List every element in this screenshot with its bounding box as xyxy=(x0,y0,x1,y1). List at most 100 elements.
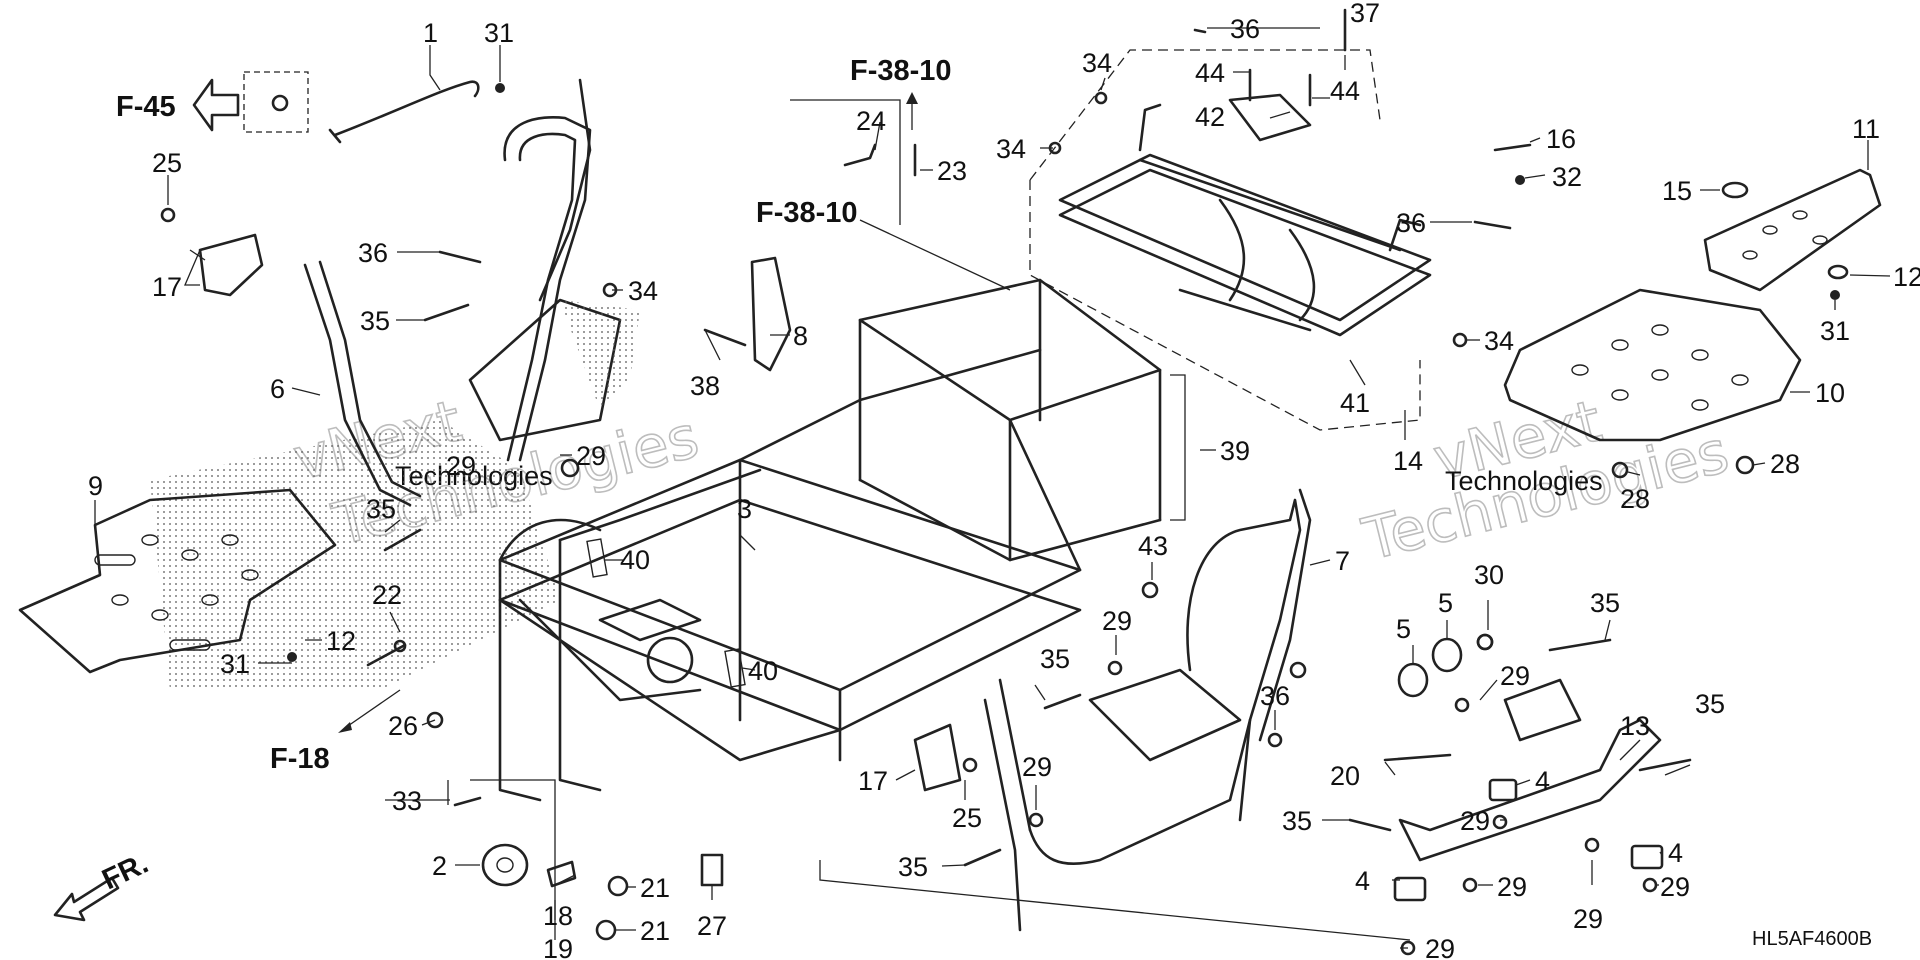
callout-35-center-lower: 35 xyxy=(898,852,928,882)
callout-5-right: 5 xyxy=(1438,588,1453,618)
callout-4-upper: 4 xyxy=(1535,766,1550,796)
callout-17-center: 17 xyxy=(858,766,888,796)
callout-29-right-mid: 29 xyxy=(1460,806,1490,836)
callout-2: 2 xyxy=(432,851,447,881)
callout-36-top: 36 xyxy=(1230,14,1260,44)
left-seat-dots xyxy=(560,300,640,410)
direction-label: FR. xyxy=(97,848,153,897)
callout-35-center-upper: 35 xyxy=(1040,644,1070,674)
callout-9: 9 xyxy=(88,471,103,501)
right-lower-tube xyxy=(1028,718,1252,865)
callout-36-seat: 36 xyxy=(1396,208,1426,238)
group-box-seat-frame xyxy=(1029,180,1421,431)
callout-36-left: 36 xyxy=(358,238,388,268)
part-1-hose xyxy=(333,80,480,137)
callout-35-right-mid: 35 xyxy=(1282,806,1312,836)
callout-40-lower: 40 xyxy=(748,656,778,686)
f38-bracket xyxy=(790,99,901,225)
part-7-rail-inner xyxy=(1258,488,1312,742)
callout-39: 39 xyxy=(1220,436,1250,466)
part-4-mount-1 xyxy=(1488,778,1518,802)
left-floor-dotted-area xyxy=(150,420,560,690)
left-upright-post xyxy=(538,78,592,302)
callout-35-left-upper: 35 xyxy=(360,306,390,336)
part-12-grommet-right xyxy=(1827,264,1849,280)
callout-36-right-lower: 36 xyxy=(1260,681,1290,711)
callout-13: 13 xyxy=(1620,711,1650,741)
part-6-rail xyxy=(303,263,412,507)
part-21-nut-1 xyxy=(607,875,629,897)
callout-12-right: 12 xyxy=(1893,262,1920,292)
callout-8: 8 xyxy=(793,321,808,351)
leader-lines xyxy=(94,27,1891,949)
part-9-floor-panel xyxy=(18,488,337,674)
part-11-plate xyxy=(1703,168,1882,292)
part-7-floor-bracket xyxy=(1088,668,1242,762)
callout-29-lower-a: 29 xyxy=(1497,872,1527,902)
callout-25-left: 25 xyxy=(152,148,182,178)
part-17-plate-center xyxy=(913,723,962,792)
part-10-skid-plate xyxy=(1503,288,1802,442)
part-21-nut-2 xyxy=(595,919,617,941)
ref-f38-bottom: F-38-10 xyxy=(756,197,858,229)
part-40-pad-1 xyxy=(586,538,608,578)
callout-40-upper: 40 xyxy=(620,545,650,575)
part-22-fitting xyxy=(366,643,407,667)
callout-31-left: 31 xyxy=(220,649,250,679)
callout-29-left-a: 29 xyxy=(446,451,476,481)
callout-33: 33 xyxy=(392,786,422,816)
callout-4-lower-right: 4 xyxy=(1668,838,1683,868)
part-1-end xyxy=(328,128,342,144)
callout-19: 19 xyxy=(543,934,573,960)
callout-27: 27 xyxy=(697,911,727,941)
part-5-mount-1 xyxy=(1397,662,1429,698)
callout-3: 3 xyxy=(737,494,752,524)
f38-up-arrowhead xyxy=(906,92,918,104)
fasteners xyxy=(160,8,1840,956)
callout-29-center-upper: 29 xyxy=(1102,606,1132,636)
part-27-pad xyxy=(700,853,724,887)
callout-34-seat: 34 xyxy=(1484,326,1514,356)
part-18-clip xyxy=(546,860,577,888)
callout-41: 41 xyxy=(1340,388,1370,418)
left-upper-rail xyxy=(503,116,592,462)
callout-30: 30 xyxy=(1474,560,1504,590)
callout-24: 24 xyxy=(856,106,886,136)
part-17-plate-left xyxy=(198,233,264,297)
part-11-holes xyxy=(1742,210,1828,260)
f18-leader xyxy=(344,689,401,729)
f45-bolt xyxy=(271,94,289,112)
diagram-code: HL5AF4600B xyxy=(1752,928,1872,950)
ref-f38-top: F-38-10 xyxy=(850,55,952,87)
callout-26: 26 xyxy=(388,711,418,741)
left-upper-rail-inner xyxy=(506,132,577,462)
callout-15: 15 xyxy=(1662,176,1692,206)
callout-44-right: 44 xyxy=(1330,76,1360,106)
callout-5-left: 5 xyxy=(1396,614,1411,644)
ref-f45: F-45 xyxy=(116,91,176,123)
callout-12-left: 12 xyxy=(326,626,356,656)
part-8-bracket xyxy=(750,256,792,372)
group-box-seat-frame-top xyxy=(1029,49,1381,181)
callout-44-left: 44 xyxy=(1195,58,1225,88)
part-2-grommet xyxy=(481,843,529,887)
callout-28-right: 28 xyxy=(1770,449,1800,479)
callout-25-center: 25 xyxy=(952,803,982,833)
callout-31-right: 31 xyxy=(1820,316,1850,346)
callout-34-top: 34 xyxy=(1082,48,1112,78)
part-14-seat-frame xyxy=(1058,93,1432,337)
callout-35-left-mid: 35 xyxy=(366,494,396,524)
part-7-rail xyxy=(1186,498,1302,822)
f18-arrowhead xyxy=(338,722,352,733)
callout-1: 1 xyxy=(423,18,438,48)
part-4-mount-2 xyxy=(1393,876,1427,902)
callout-28-left: 28 xyxy=(1620,484,1650,514)
part-22-fitting-end xyxy=(393,639,407,653)
mount-pad xyxy=(1503,678,1582,742)
callout-34-left: 34 xyxy=(628,276,658,306)
callout-29-center: 29 xyxy=(1022,752,1052,782)
part-39-bracket xyxy=(1170,374,1186,521)
part-15-grommet xyxy=(1721,181,1749,199)
callout-10: 10 xyxy=(1815,378,1845,408)
